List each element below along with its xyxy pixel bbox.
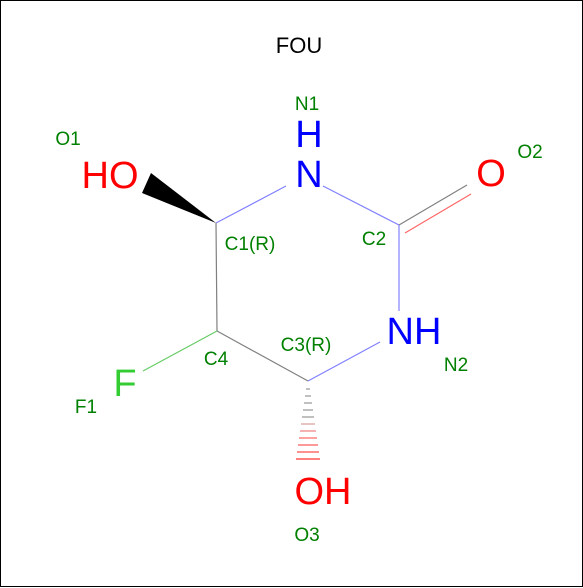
bond-c2-o2-b: [404, 193, 472, 234]
label-n2: N2: [444, 355, 468, 376]
hashed-bond-c3-o3: [296, 388, 320, 460]
bond-c4-f1: [142, 330, 218, 372]
label-c4: C4: [204, 349, 229, 370]
wedge-bond-c1-o1: [142, 173, 216, 223]
label-c3: C3(R): [281, 335, 332, 356]
label-f1: F1: [75, 397, 97, 418]
label-o3: O3: [294, 525, 319, 546]
atom-n1-hydrogen: H: [295, 114, 322, 156]
label-o1: O1: [55, 129, 80, 150]
bond-c3-c4: [216, 330, 309, 382]
bond-n1-c2: [322, 185, 400, 226]
bond-n2-c3: [307, 341, 381, 382]
bond-c4-c1: [215, 222, 218, 332]
label-n1: N1: [295, 94, 319, 115]
bond-c1-n1: [215, 185, 287, 224]
label-o2: O2: [517, 142, 542, 163]
atom-f1-symbol: F: [113, 363, 136, 405]
atom-o3-symbol: OH: [295, 471, 352, 513]
molecule-title: FOU: [276, 33, 322, 58]
atom-o1-symbol: HO: [82, 155, 139, 197]
atom-n2-symbol: NH: [387, 311, 442, 353]
label-c1: C1(R): [225, 234, 276, 255]
label-c2: C2: [362, 229, 386, 250]
atom-n1-symbol: N: [295, 154, 322, 196]
bond-c2-o2-a: [398, 184, 468, 226]
atom-o2-symbol: O: [476, 153, 506, 195]
